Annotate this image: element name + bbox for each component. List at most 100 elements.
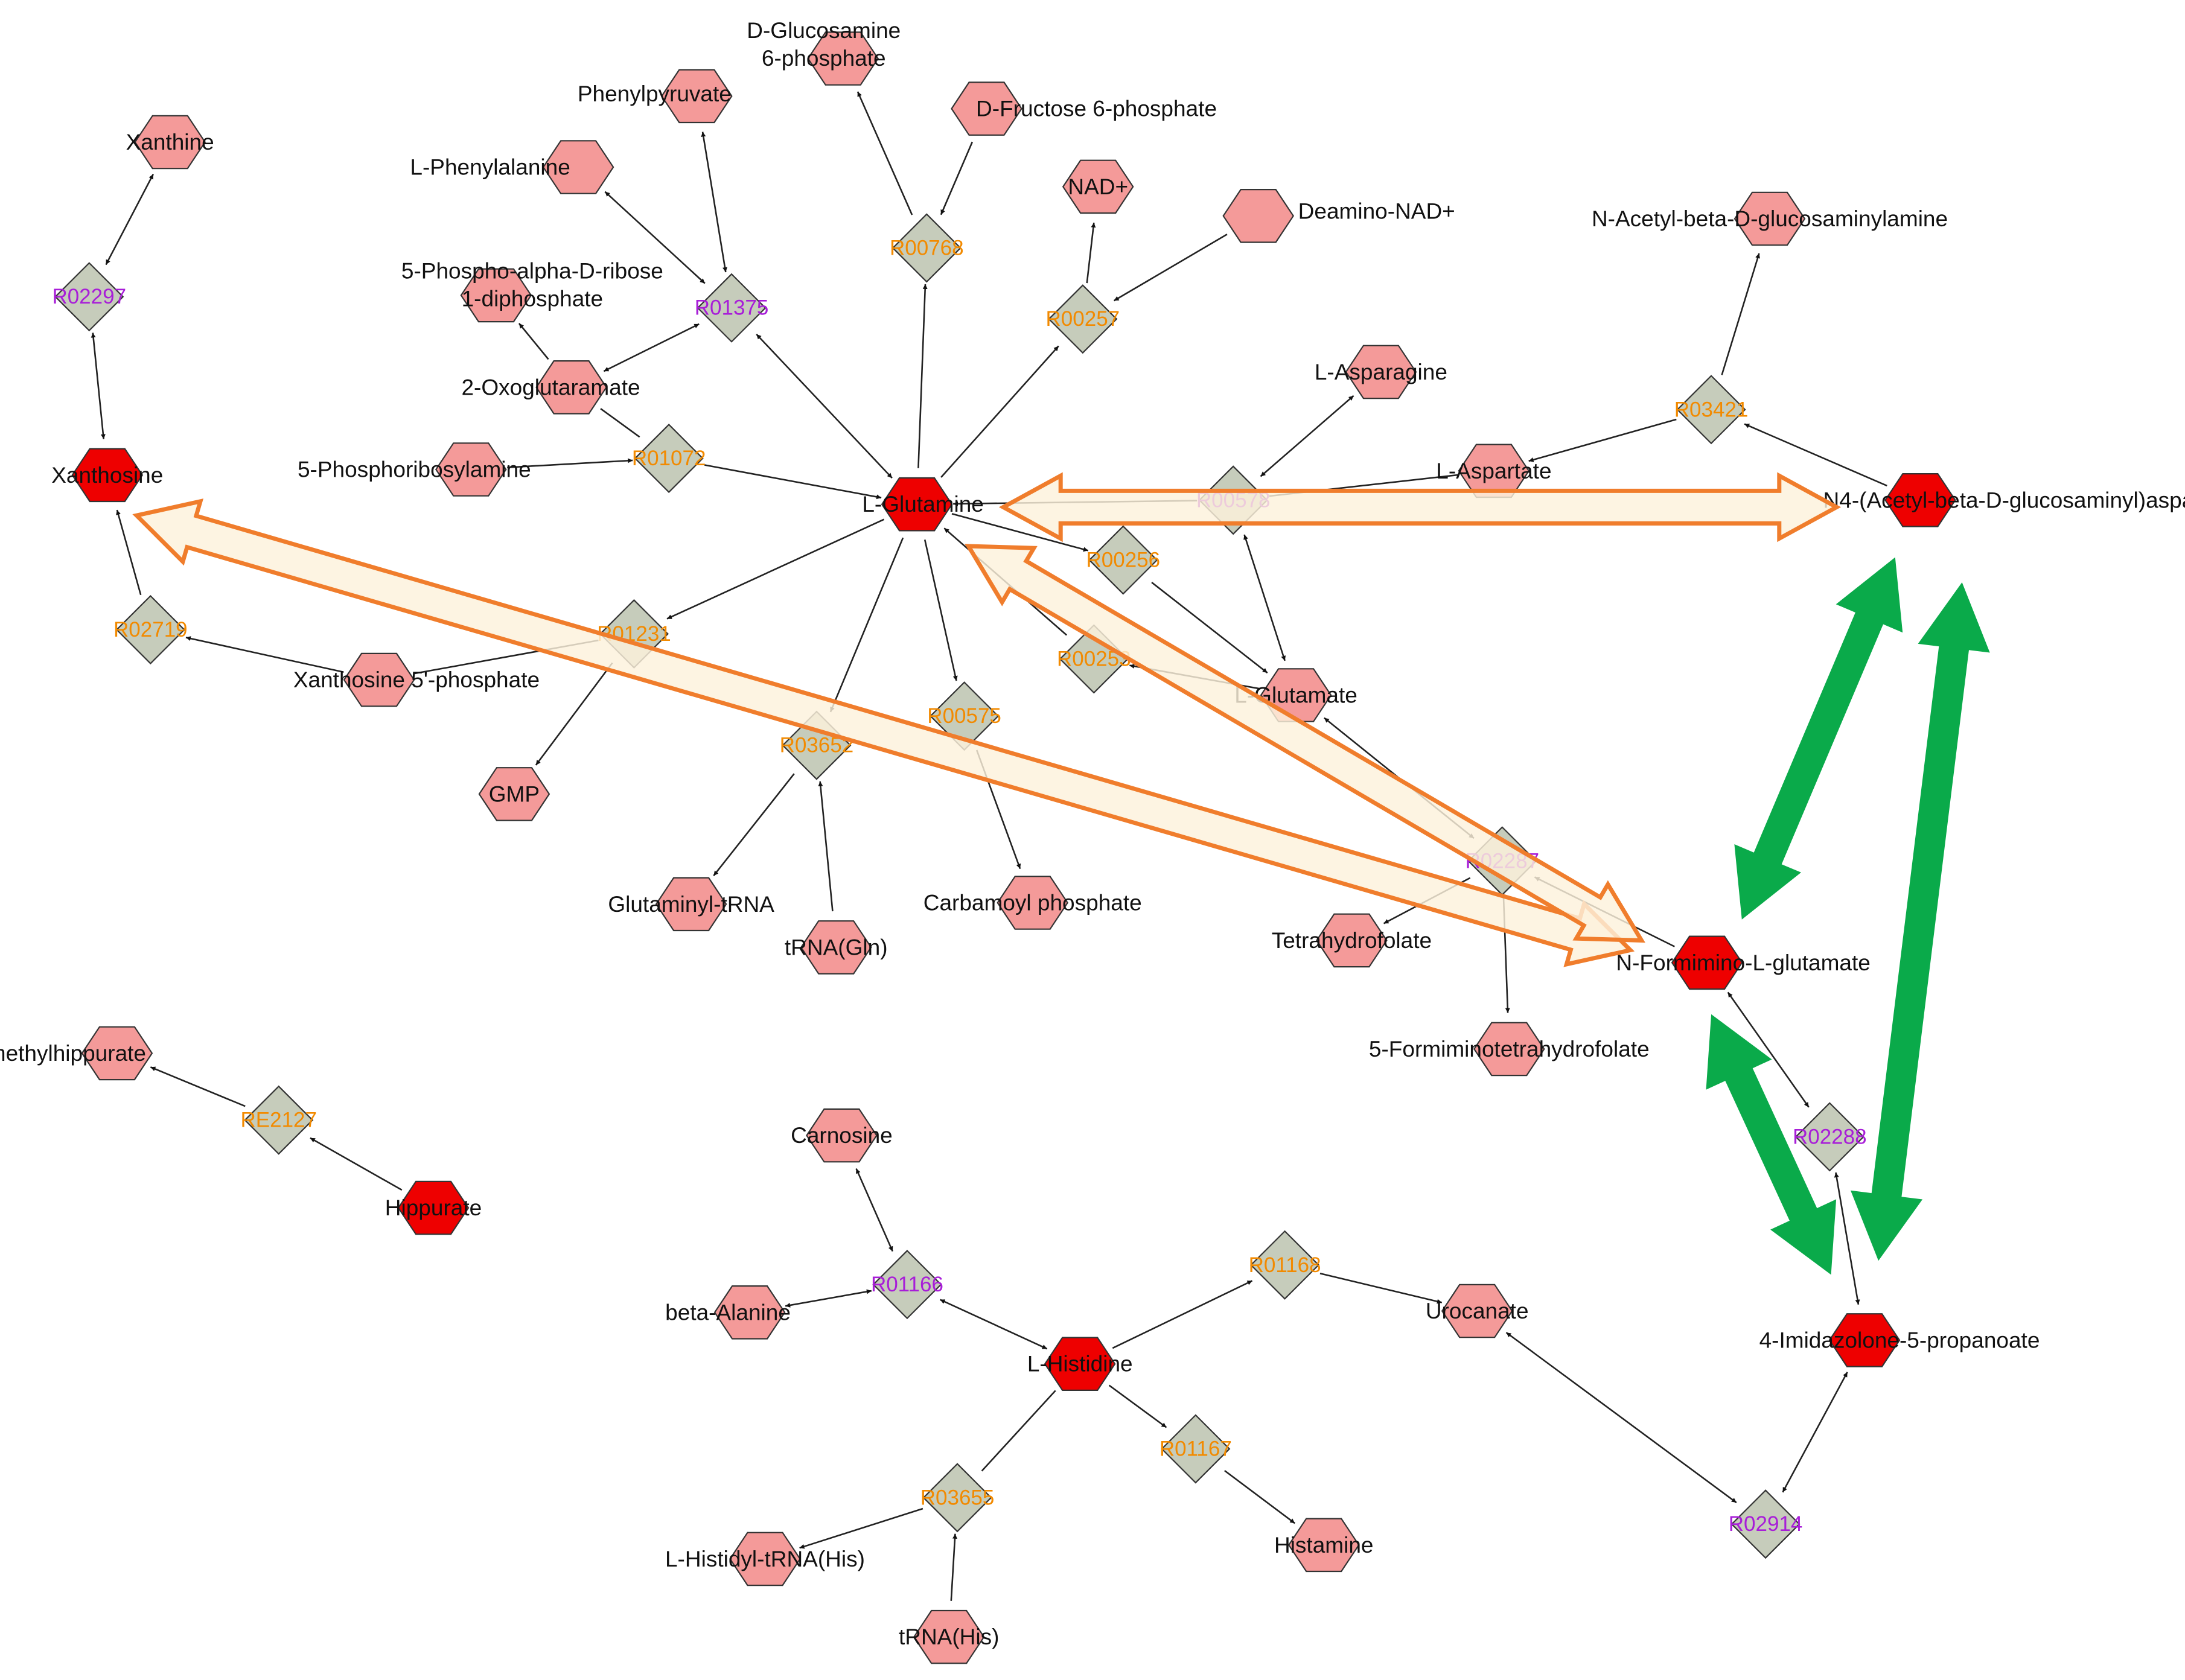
metabolite-node-n4acetyl[interactable] (1884, 472, 1956, 527)
metabolite-label-gmp: GMP (489, 781, 540, 806)
reaction-node-R02719[interactable] (115, 594, 185, 665)
edge-R01166-histidine (939, 1299, 1048, 1350)
reaction-node-R02297[interactable] (54, 262, 124, 332)
edge-R02288-imidazolone (1834, 1172, 1860, 1305)
metabolite-label-xanthine: Xanthine (126, 130, 214, 154)
edge-R03421-aspartate (1528, 418, 1677, 462)
edge-R00768-glucosamine6p (856, 91, 913, 215)
edge-formiminoglutamate-R02288 (1727, 991, 1810, 1108)
reaction-label-R01166: R01166 (871, 1273, 943, 1296)
metabolite-label-histidyl_trna: L-Histidyl-tRNA(His) (665, 1547, 865, 1571)
metabolite-node-histidine[interactable] (1044, 1337, 1116, 1391)
edge-R01231-gmp (535, 662, 613, 766)
edge-fructose6p-R00768 (940, 141, 974, 215)
edge-phenylpyruvate-R01375 (701, 132, 727, 273)
edge-histidine-R01167 (1108, 1384, 1167, 1428)
metabolite-node-beta_alanine[interactable] (713, 1285, 786, 1340)
metabolite-label-glutaminyl_trna: Glutaminyl-tRNA (608, 892, 774, 917)
edge-urocanate-R02914 (1505, 1332, 1737, 1504)
reaction-node-R03655[interactable] (922, 1463, 992, 1533)
highlight-arrow-formiminoglutamate-xanthosine (132, 498, 1635, 967)
edge-glutamine-R03652 (829, 537, 904, 713)
metabolite-node-phosphoribosylamine[interactable] (435, 442, 507, 497)
reaction-node-R03421[interactable] (1676, 375, 1746, 445)
metabolite-node-xanthosine[interactable] (71, 448, 144, 503)
metabolite-label-beta_alanine: beta-Alanine (665, 1300, 791, 1325)
reaction-node-R01166[interactable] (872, 1250, 942, 1320)
highlight-arrow-formiminoglutamate-n4acetyl (1734, 557, 1903, 920)
metabolite-node-glucosamine6p[interactable] (807, 31, 879, 86)
reaction-node-R02288[interactable] (1794, 1102, 1864, 1172)
edge-R01072-glutamine (704, 464, 882, 500)
reaction-label-R01072: R01072 (632, 447, 706, 470)
metabolite-node-carnosine[interactable] (806, 1108, 878, 1163)
metabolite-label-phosphoribosylamine: 5-Phosphoribosylamine (298, 457, 531, 482)
highlight-arrow-formiminoglutamate-glutamine (965, 544, 1645, 943)
edge-R00256-glutamate (1151, 582, 1268, 674)
metabolite-label-xmp: Xanthosine 5'-phosphate (293, 667, 540, 692)
metabolite-node-gmp[interactable] (478, 767, 550, 821)
node-layer (54, 31, 1956, 1664)
edge-histidine-R01168 (1112, 1280, 1253, 1349)
reaction-label-R02914: R02914 (1729, 1512, 1803, 1536)
metabolite-label-histidine: L-Histidine (1027, 1352, 1133, 1376)
metabolite-label-nad: NAD+ (1068, 174, 1128, 199)
metabolite-label-formimino_thf: 5-Formiminotetrahydrofolate (1369, 1037, 1650, 1061)
metabolite-node-formimino_thf[interactable] (1473, 1022, 1545, 1077)
metabolite-node-xmp[interactable] (343, 652, 415, 707)
metabolite-node-trna_gln[interactable] (800, 920, 872, 975)
metabolite-node-phenylalanine[interactable] (542, 140, 614, 194)
metabolite-node-imidazolone[interactable] (1828, 1313, 1901, 1367)
reaction-node-RE2127[interactable] (244, 1085, 314, 1155)
metabolite-node-nad[interactable] (1062, 159, 1134, 214)
reaction-node-R01168[interactable] (1250, 1230, 1320, 1300)
metabolite-node-hippurate[interactable] (397, 1180, 470, 1235)
metabolite-label-xanthosine: Xanthosine (51, 463, 163, 488)
metabolite-node-formiminoglutamate[interactable] (1671, 935, 1743, 990)
edge-glutamine-R00256 (951, 513, 1089, 552)
edge-R02914-imidazolone (1782, 1372, 1848, 1493)
edge-deamino_nad-R00257 (1113, 234, 1228, 302)
reaction-label-R01375: R01375 (695, 296, 769, 320)
metabolite-label-trna_gln: tRNA(Gln) (785, 935, 888, 959)
metabolite-node-phenylpyruvate[interactable] (660, 69, 733, 124)
metabolite-node-histamine[interactable] (1287, 1518, 1360, 1573)
metabolite-node-oxoglutaramate[interactable] (535, 360, 607, 415)
reaction-node-R00256[interactable] (1088, 525, 1158, 595)
reaction-label-R01167: R01167 (1159, 1437, 1232, 1461)
edge-glutamine-R00575 (923, 539, 958, 681)
metabolite-node-urocanate[interactable] (1441, 1284, 1513, 1338)
metabolite-node-glutaminyl_trna[interactable] (655, 877, 727, 932)
metabolite-node-trna_his[interactable] (913, 1609, 985, 1664)
reaction-label-R00257: R00257 (1046, 307, 1120, 331)
reaction-node-R01375[interactable] (697, 273, 767, 343)
reaction-label-R00256: R00256 (1086, 549, 1160, 572)
metabolite-node-histidyl_trna[interactable] (729, 1532, 801, 1586)
metabolite-node-prpp[interactable] (460, 268, 532, 323)
edge-trna_his-R03655 (950, 1533, 957, 1601)
metabolite-node-carbamoyl_p[interactable] (997, 876, 1069, 930)
metabolite-node-omethylhippurate[interactable] (81, 1026, 153, 1081)
metabolite-node-thf[interactable] (1316, 913, 1388, 968)
metabolite-node-glutamine[interactable] (881, 477, 953, 532)
highlight-arrow-layer (132, 472, 1990, 1275)
metabolite-label-carnosine: Carnosine (791, 1123, 893, 1148)
metabolite-node-xanthine[interactable] (134, 115, 206, 170)
metabolite-node-deamino_nad[interactable] (1222, 189, 1295, 243)
edge-carnosine-R01166 (855, 1168, 894, 1252)
edge-glutamine-R00768 (917, 284, 928, 468)
metabolite-label-aspartate: L-Aspartate (1436, 459, 1551, 483)
reaction-node-R01167[interactable] (1161, 1414, 1231, 1484)
metabolite-node-acglcnamine[interactable] (1734, 191, 1806, 246)
reaction-node-R02914[interactable] (1730, 1489, 1801, 1559)
edge-layer (91, 91, 1887, 1601)
reaction-node-R01072[interactable] (634, 423, 704, 494)
metabolite-node-asparagine[interactable] (1345, 345, 1417, 399)
reaction-node-R00257[interactable] (1048, 284, 1118, 354)
reaction-label-R02297: R02297 (52, 285, 126, 308)
metabolite-node-fructose6p[interactable] (951, 81, 1022, 136)
reaction-node-R00768[interactable] (892, 213, 962, 283)
metabolite-label-formiminoglutamate: N-Formimino-L-glutamate (1616, 950, 1871, 975)
metabolite-label-omethylhippurate: o-methylhippurate (0, 1041, 146, 1066)
